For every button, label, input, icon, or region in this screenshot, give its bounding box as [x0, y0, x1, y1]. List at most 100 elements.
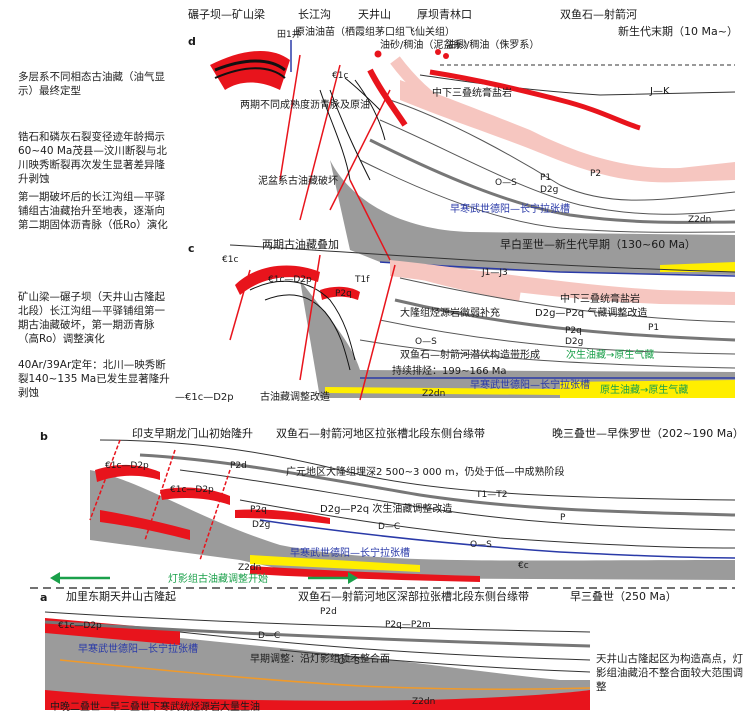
- panel-c-ancient: 古油藏调整改造: [260, 390, 330, 403]
- panel-b-title2: 双鱼石—射箭河地区拉张槽北段东侧台缘带: [276, 426, 485, 440]
- panel-a-zdn: Z2dn: [412, 697, 435, 707]
- panel-c-burial: 持续排烃：199~166 Ma: [392, 364, 507, 377]
- panel-d-age: 新生代末期（10 Ma~）: [618, 24, 738, 38]
- panel-b-os: O—S: [470, 540, 492, 550]
- panel-d-left-block: [210, 50, 290, 90]
- panel-c-d2g: D2g: [565, 337, 583, 347]
- panel-b-note: 广元地区大隆组埋深2 500~3 000 m，仍处于低—中成熟阶段: [286, 465, 565, 478]
- panel-c-red-block-1: [235, 265, 320, 295]
- panel-a-p2d: P2d: [320, 607, 337, 617]
- panel-a-os: O—S: [338, 657, 360, 667]
- panel-c-green1: 次生油藏→原生气藏: [566, 348, 654, 361]
- panel-b-rift: 早寒武世德阳—长宁拉张槽: [290, 546, 410, 559]
- panel-b-t: T1—T2: [475, 490, 507, 500]
- panel-b-yellow: [250, 555, 420, 572]
- panel-a-dc: D—C: [258, 631, 280, 641]
- panel-b-gray-body: [90, 470, 735, 580]
- panel-d-seep2: 油砂/稠油（泥盆系）: [380, 38, 473, 51]
- panel-d-red-seep-layer: [429, 69, 641, 131]
- panel-d-loc-4: 厚坝青林口: [417, 7, 472, 21]
- panel-b-p2d: P2d: [230, 461, 247, 471]
- panel-b-e: €c: [518, 561, 529, 571]
- panel-b-title3: 晚三叠世—早侏罗世（202~190 Ma）: [552, 427, 744, 440]
- left-note-c-2: 矿山梁—碾子坝（天井山古隆起北段）长江沟组—平驿铺组第一期古油藏破坏，第一期沥青…: [18, 291, 165, 345]
- panel-c-leftlbl: —€1c—D2p: [175, 392, 234, 403]
- panel-c-p2q: P2q: [335, 289, 352, 299]
- panel-c-salt: [390, 260, 735, 305]
- panel-c-e1c2: €1c—D2p: [268, 275, 312, 285]
- panel-d-yellow-base: [660, 262, 735, 272]
- panel-a-letter: a: [40, 591, 47, 604]
- panel-a-p2q: P2q—P2m: [385, 620, 431, 630]
- panel-b-p2q: P2q: [250, 505, 267, 515]
- panel-d-well: 田1井: [277, 28, 301, 40]
- panel-b-red-slice-5: [250, 566, 480, 582]
- panel-c-os: O—S: [415, 337, 437, 347]
- panel-c: c 两期古油藏叠加 早白垩世—新生代早期（130~60 Ma） €1c €1c—…: [175, 237, 736, 403]
- panel-c-p1: P1: [648, 323, 659, 333]
- panel-a-e: €1c—D2p: [58, 621, 102, 631]
- panel-c-red-block-2: [320, 286, 360, 300]
- panel-a-bottom: 中晚二叠世—早三叠世下寒武统烃源岩大量生油: [50, 700, 260, 713]
- panel-c-e1c: €1c: [222, 255, 238, 265]
- panel-a-rift: 早寒武世德阳—长宁拉张槽: [78, 642, 198, 655]
- panel-b-p: P: [560, 513, 566, 523]
- panel-a-title3: 早三叠世（250 Ma）: [570, 590, 677, 603]
- panel-d-jk: J—K: [649, 86, 670, 97]
- panel-d-letter: d: [188, 35, 196, 48]
- panel-c-p2q2: P2q: [565, 326, 582, 336]
- panel-c-yellow: [560, 380, 735, 398]
- panel-b-e2: €1c—D2p: [170, 485, 214, 495]
- panel-d-devonian: 泥盆系古油藏破坏: [258, 174, 338, 187]
- panel-c-zdn: Z2dn: [422, 389, 445, 399]
- panel-d-rift: 早寒武世德阳—长宁拉张槽: [450, 202, 570, 215]
- panel-b-d2g: D2g: [252, 520, 270, 530]
- panel-c-salt-label: 中下三叠统膏盐岩: [560, 292, 640, 305]
- panel-d: 碾子坝—矿山梁 长江沟 天井山 厚坝青林口 双鱼石—射箭河 新生代末期（10 M…: [188, 7, 738, 277]
- panel-c-supply: 大隆组烃源岩微弱补充: [400, 306, 500, 319]
- panel-a-gray-body: [45, 625, 590, 705]
- left-note-c-1: 第一期破坏后的长江沟组—平驿铺组古油藏抬升至地表，逐渐向第二期固体沥青脉（低Ro…: [18, 191, 168, 231]
- panel-d-e1c: €1c: [332, 71, 348, 81]
- panel-c-title2: 早白垩世—新生代早期（130~60 Ma）: [500, 237, 696, 251]
- panel-b-e1: €1c—D2p: [105, 461, 149, 471]
- panel-d-salt-band: [400, 80, 735, 183]
- panel-d-bitumen: 两期不同成熟度沥青脉及原油: [240, 98, 370, 111]
- panel-b-zdn: Z2dn: [238, 563, 261, 573]
- panel-b-dc: D—C: [378, 522, 400, 532]
- panel-b-title1: 印支早期龙门山初始隆升: [132, 426, 253, 440]
- panel-b-red-slice-4: [235, 509, 330, 524]
- panel-d-loc-1: 碾子坝—矿山梁: [188, 7, 265, 21]
- panel-d-loc-5: 双鱼石—射箭河: [560, 7, 637, 21]
- panel-a-title2: 双鱼石—射箭河地区深部拉张槽北段东侧台缘带: [298, 589, 529, 603]
- panel-d-gray-body: [330, 160, 735, 275]
- right-note-a: 天井山古隆起区为构造高点，灯影组油藏沿不整合面较大范围调整: [596, 653, 743, 693]
- panel-d-seep1: 原油油苗（栖霞组茅口组飞仙关组）: [295, 25, 455, 38]
- panel-c-t1f: T1f: [354, 275, 370, 285]
- panel-b-secondary: D2g—P2q 次生油藏调整改造: [320, 502, 452, 515]
- panel-a-title1: 加里东期天井山古隆起: [66, 589, 176, 603]
- left-note-d: 多层系不同相态古油藏（油气显示）最终定型: [18, 71, 165, 97]
- panel-a-red-bottom: [45, 690, 590, 710]
- panel-d-p1: P1: [540, 173, 551, 183]
- panel-c-j: J1—J3: [481, 268, 508, 278]
- panel-d-zdn: Z2dn: [688, 215, 711, 225]
- panel-c-gas-adj: D2g—P2q 气藏调整改造: [535, 306, 647, 319]
- panel-c-potential: 双鱼石—射箭河潜伏构造带形成: [400, 348, 540, 361]
- panel-d-salt: 中下三叠统膏盐岩: [432, 86, 512, 99]
- panel-d-loc-2: 长江沟: [298, 8, 331, 21]
- panel-b-red-slice-2: [100, 510, 190, 540]
- panel-d-dg: D2g: [540, 185, 558, 195]
- panel-c-letter: c: [188, 242, 195, 255]
- panel-c-rift: 早寒武世德阳—长宁拉张槽: [470, 378, 590, 391]
- panel-b-letter: b: [40, 430, 48, 443]
- panel-d-seep3: 油砂/稠油（侏罗系）: [446, 38, 539, 51]
- panel-d-loc-3: 天井山: [358, 7, 391, 21]
- panel-d-os: O—S: [495, 178, 517, 188]
- left-note-c-3: 40Ar/39Ar定年：北川—映秀断裂140~135 Ma已发生显著隆升剥蚀: [18, 359, 170, 399]
- left-note-d-fission: 锆石和磷灰石裂变径迹年龄揭示60~40 Ma茂县—汶川断裂与北川映秀断裂再次发生…: [18, 131, 167, 185]
- panel-b-green: 灯影组古油藏调整开始: [168, 572, 268, 585]
- panel-c-green2: 原生油藏→原生气藏: [600, 383, 688, 396]
- panel-a: a 加里东期天井山古隆起 双鱼石—射箭河地区深部拉张槽北段东侧台缘带 早三叠世（…: [40, 589, 677, 713]
